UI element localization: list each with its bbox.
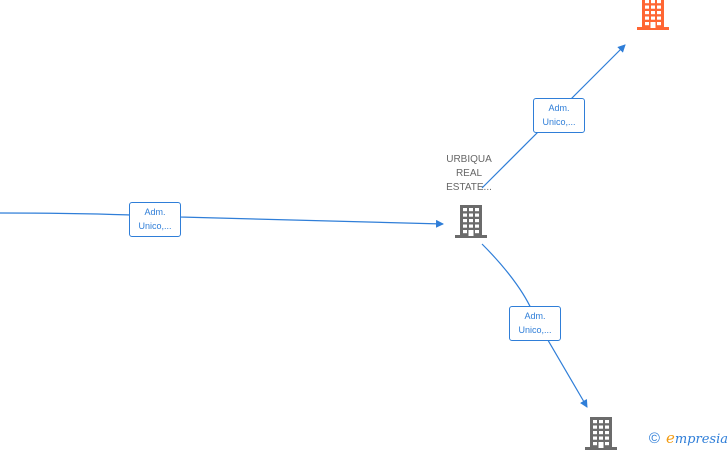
- center-node-label-line: URBIQUA: [446, 154, 492, 165]
- relation-detail: Unico,...: [138, 221, 172, 231]
- center-node-label-line: REAL: [455, 168, 483, 179]
- center-node-label[interactable]: URBIQUA REAL ESTATE...: [430, 153, 508, 195]
- brand-logo: empresia: [665, 429, 728, 447]
- edge-left-to-center: [0, 212, 444, 228]
- building-icon[interactable]: [637, 0, 669, 30]
- relation-role: Adm.: [144, 207, 166, 217]
- brand-watermark: © empresia: [649, 429, 728, 449]
- relation-label-top[interactable]: Adm. Unico,...: [533, 98, 585, 133]
- relation-role: Adm.: [524, 311, 546, 321]
- center-node-label-line: ESTATE...: [446, 182, 492, 193]
- relation-detail: Unico,...: [518, 325, 552, 335]
- building-icon[interactable]: [585, 415, 617, 450]
- relation-label-bottom[interactable]: Adm. Unico,...: [509, 306, 561, 341]
- copyright-icon: ©: [648, 430, 660, 447]
- relation-label-left[interactable]: Adm. Unico,...: [129, 202, 181, 237]
- relation-detail: Unico,...: [542, 117, 576, 127]
- building-icon[interactable]: [455, 203, 487, 238]
- relation-role: Adm.: [548, 103, 570, 113]
